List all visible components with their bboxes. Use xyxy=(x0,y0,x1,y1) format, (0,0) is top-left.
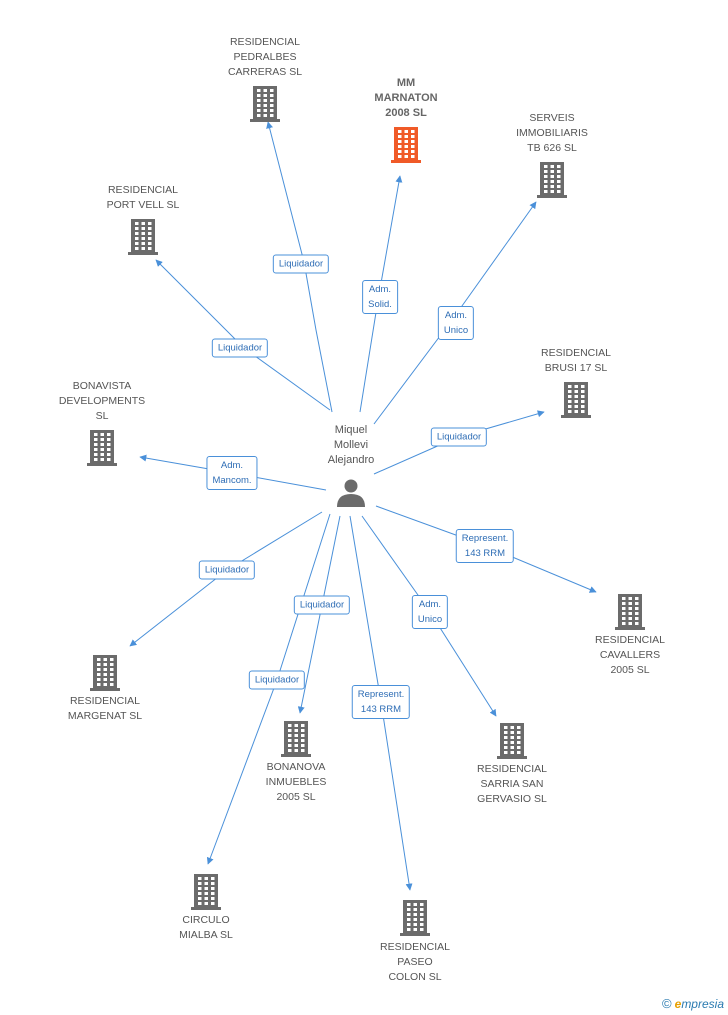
relation-label-mm_marnaton: Adm. Solid. xyxy=(362,280,398,314)
copyright-symbol: © xyxy=(662,996,672,1011)
node-label-bonavista[interactable]: BONAVISTA DEVELOPMENTS SL xyxy=(58,380,146,422)
node-label-mialba[interactable]: CIRCULO MIALBA SL xyxy=(179,914,233,941)
relation-label-sarria: Adm. Unico xyxy=(411,595,449,629)
building-icon xyxy=(497,723,527,759)
building-icon xyxy=(250,86,280,122)
relation-label-serveis: Adm. Unico xyxy=(437,306,475,340)
building-icon xyxy=(537,162,567,198)
building-icon xyxy=(391,127,421,163)
edge-port_vell xyxy=(155,259,331,411)
relation-label-pedralbes: Liquidador xyxy=(272,254,330,274)
relation-label-cavallers: Represent. 143 RRM xyxy=(455,529,515,563)
relation-label-brusi: Liquidador xyxy=(430,427,488,447)
building-icon xyxy=(87,430,117,466)
brand-logo-letter: e xyxy=(674,997,682,1011)
node-label-cavallers[interactable]: RESIDENCIAL CAVALLERS 2005 SL xyxy=(594,634,666,676)
node-label-port_vell[interactable]: RESIDENCIAL PORT VELL SL xyxy=(106,184,180,211)
relation-label-port_vell: Liquidador xyxy=(211,338,269,358)
building-icon xyxy=(128,219,158,255)
node-label-sarria[interactable]: RESIDENCIAL SARRIA SAN GERVASIO SL xyxy=(476,763,548,805)
relation-label-paseo_colon: Represent. 143 RRM xyxy=(351,685,411,719)
relation-label-bonanova: Liquidador xyxy=(293,595,351,615)
node-label-paseo_colon[interactable]: RESIDENCIAL PASEO COLON SL xyxy=(379,941,451,983)
brand-watermark: ©empresia xyxy=(662,996,724,1011)
building-icon xyxy=(561,382,591,418)
center-person-label[interactable]: Miquel Mollevi Alejandro xyxy=(327,424,375,466)
node-label-serveis[interactable]: SERVEIS IMMOBILIARIS TB 626 SL xyxy=(516,112,588,154)
building-icon xyxy=(615,594,645,630)
building-icon xyxy=(90,655,120,691)
node-label-margenat[interactable]: RESIDENCIAL MARGENAT SL xyxy=(67,695,143,722)
person-icon xyxy=(337,479,365,507)
relation-label-margenat: Liquidador xyxy=(198,560,256,580)
building-icon xyxy=(400,900,430,936)
building-icon xyxy=(191,874,221,910)
edge-pedralbes xyxy=(266,121,333,413)
node-label-mm_marnaton[interactable]: MM MARNATON 2008 SL xyxy=(374,77,438,119)
brand-logo-text: mpresia xyxy=(681,997,724,1011)
relation-label-bonavista: Adm. Mancom. xyxy=(206,456,258,490)
node-label-pedralbes[interactable]: RESIDENCIAL PEDRALBES CARRERAS SL xyxy=(227,36,303,78)
node-label-bonanova[interactable]: BONANOVA INMUEBLES 2005 SL xyxy=(265,761,327,803)
node-label-brusi[interactable]: RESIDENCIAL BRUSI 17 SL xyxy=(540,347,612,374)
building-icon xyxy=(281,721,311,757)
relation-label-mialba: Liquidador xyxy=(248,670,306,690)
